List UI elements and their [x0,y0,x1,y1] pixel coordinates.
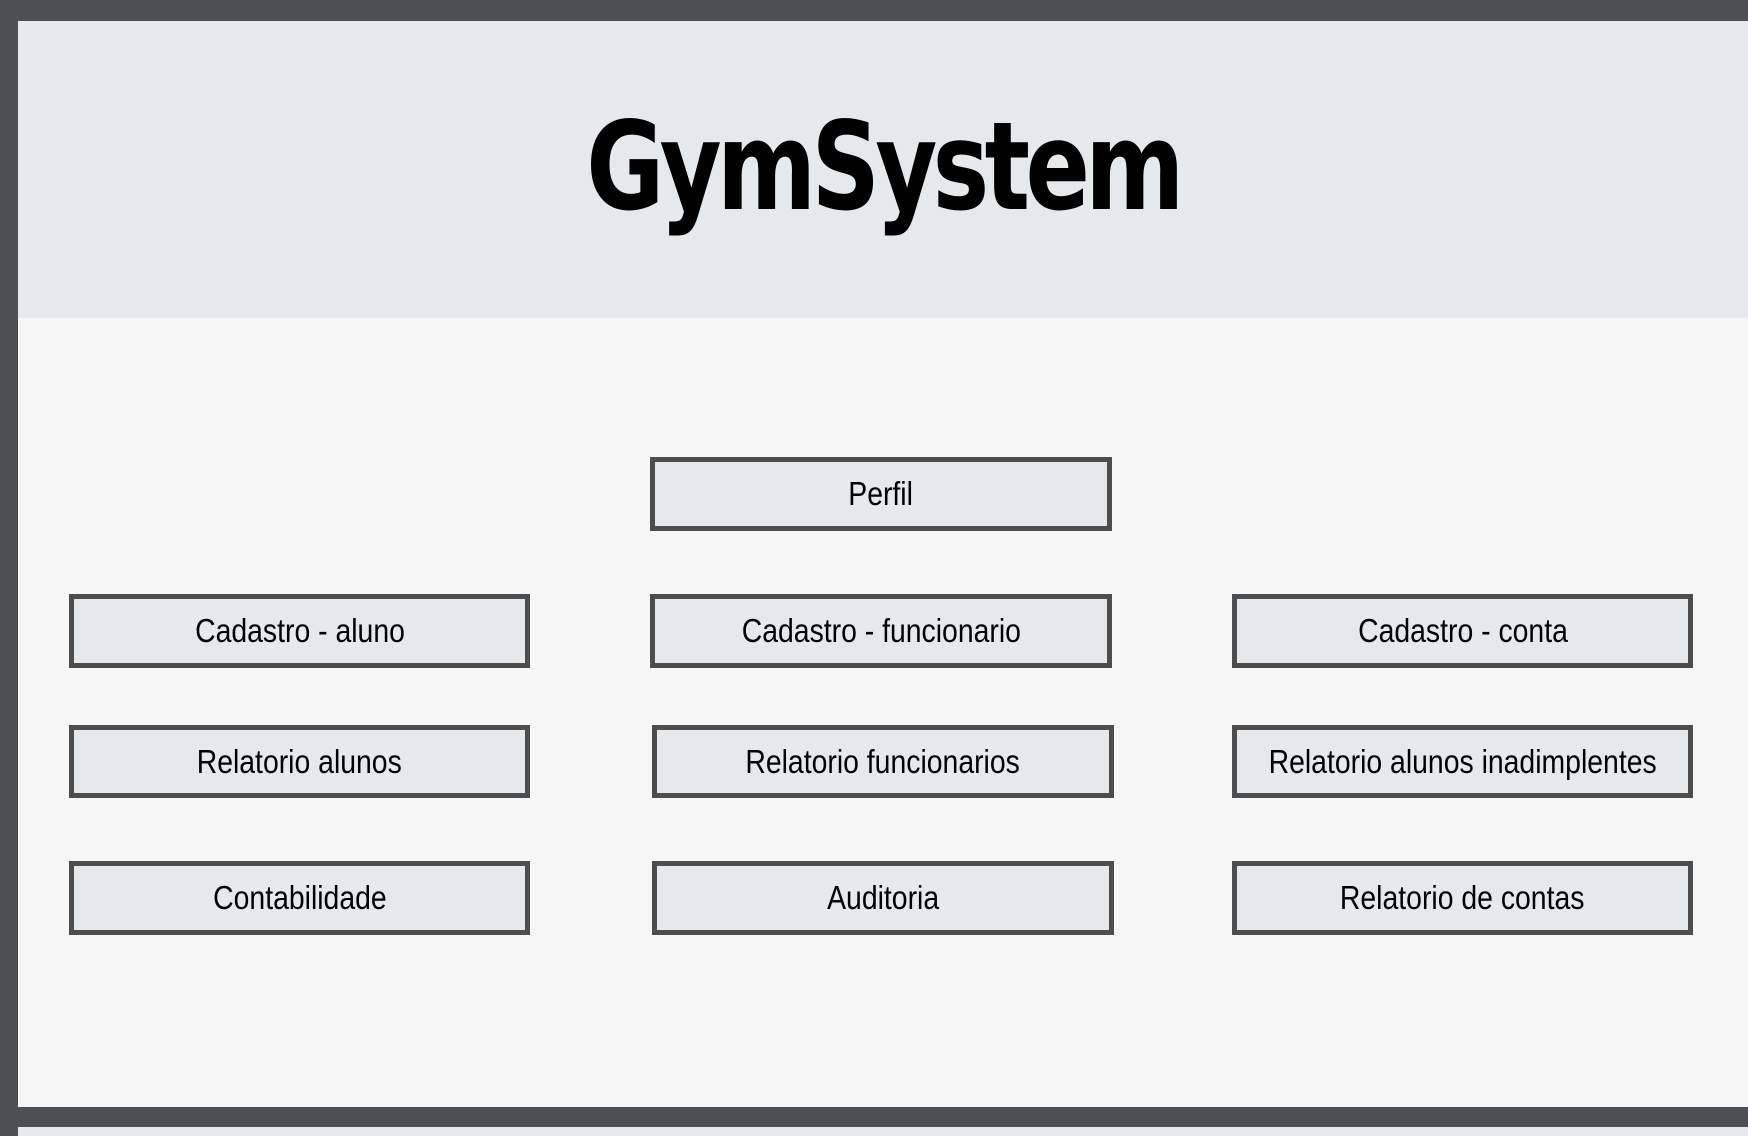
relatorio-contas-button[interactable]: Relatorio de contas [1232,861,1693,935]
auditoria-button[interactable]: Auditoria [652,861,1114,935]
bottom-window-edge [18,1127,1748,1136]
relatorio-inadimplentes-button-label: Relatorio alunos inadimplentes [1268,742,1657,780]
relatorio-inadimplentes-button[interactable]: Relatorio alunos inadimplentes [1232,725,1693,798]
cadastro-funcionario-button[interactable]: Cadastro - funcionario [650,594,1112,668]
relatorio-funcionarios-button[interactable]: Relatorio funcionarios [652,725,1114,798]
cadastro-funcionario-button-label: Cadastro - funcionario [741,612,1021,649]
relatorio-contas-button-label: Relatorio de contas [1340,879,1585,916]
relatorio-alunos-button-label: Relatorio alunos [196,742,403,780]
cadastro-aluno-button[interactable]: Cadastro - aluno [69,594,530,668]
contabilidade-button-label: Contabilidade [212,879,387,916]
cadastro-conta-button[interactable]: Cadastro - conta [1232,594,1693,668]
relatorio-alunos-button[interactable]: Relatorio alunos [69,725,530,798]
main-window: GymSystem Perfil Cadastro - aluno Cadast… [18,21,1748,1107]
cadastro-aluno-button-label: Cadastro - aluno [194,612,405,649]
app-title: GymSystem [586,96,1184,238]
header-banner: GymSystem [18,21,1748,318]
auditoria-button-label: Auditoria [826,879,940,916]
cadastro-conta-button-label: Cadastro - conta [1357,612,1568,649]
perfil-button-label: Perfil [848,475,914,512]
relatorio-funcionarios-button-label: Relatorio funcionarios [745,742,1021,780]
contabilidade-button[interactable]: Contabilidade [69,861,530,935]
perfil-button[interactable]: Perfil [650,457,1112,531]
